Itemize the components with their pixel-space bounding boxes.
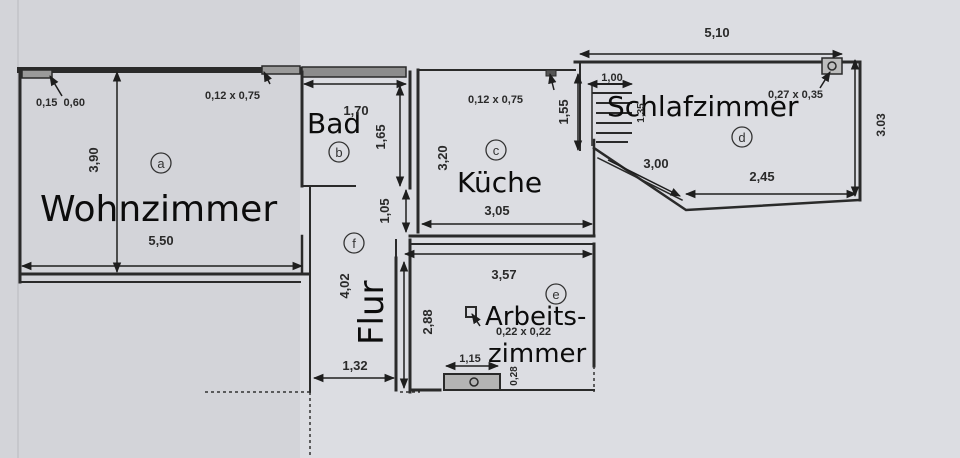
dim-3-20: 3,20 [435,145,450,170]
dim-4-02: 4,02 [337,273,352,298]
dim-0-12x0-75-c: 0,12 x 0,75 [468,94,523,106]
room-label-arbeitszimmer-2: zimmer [488,339,587,369]
dim-2-45: 2,45 [749,169,774,184]
dim-0-22x0-22: 0,22 x 0,22 [496,326,551,338]
room-label-arbeitszimmer-1: Arbeits- [485,302,586,332]
room-letter-e: e [552,287,559,302]
dim-1-05: 1,05 [377,198,392,223]
dotted-lines [205,366,595,458]
dim-0-15-0-60: 0,15 0,60 [36,97,85,109]
radiator-knob [469,377,479,387]
dim-3-05: 3,05 [484,203,509,218]
chimney-circle-d [827,61,837,71]
chimney-block-a [21,69,53,79]
dim-5-50: 5,50 [148,233,173,248]
chimney-block-b [261,65,301,75]
room-letter-d: d [738,130,745,145]
dim-3-90: 3,90 [86,147,101,172]
room-label-bad: Bad [307,107,361,140]
dim-2-88: 2,88 [420,309,435,334]
room-letter-b: b [335,145,342,160]
dim-5-10: 5,10 [704,25,729,40]
bath-top-wall [301,66,407,78]
dim-1-00: 1,00 [601,72,622,84]
dim-1-15: 1,15 [459,353,480,365]
radiator [443,373,501,391]
dim-0-27x0-35: 0,27 x 0,35 [768,89,823,101]
dim-3-57: 3,57 [491,267,516,282]
room-letter-f: f [352,236,356,251]
dim-1-65: 1,65 [373,124,388,149]
dim-1-35: 1,35 [636,103,647,123]
dim-0-28: 0,28 [509,366,520,386]
dim-3-03: 3.03 [874,113,888,137]
room-letter-circles [150,126,753,305]
walls [17,57,862,394]
dimension-lines [20,49,860,390]
dim-1-55: 1,55 [556,99,571,124]
room-letter-c: c [493,143,500,158]
room-letter-a: a [157,156,165,171]
room-label-schlafzimmer: Schlafzimmer [607,90,799,123]
dim-0-12x0-75-a: 0,12 x 0,75 [205,90,260,102]
room-label-wohnzimmer: Wohnzimmer [40,189,277,230]
dim-1-32: 1,32 [342,358,367,373]
shaft-square [465,306,477,318]
room-label-kueche: Küche [457,166,542,199]
dim-1-70: 1,70 [343,103,368,118]
dim-3-00: 3,00 [643,156,668,171]
chimney-block-d [821,57,843,75]
room-label-flur: Flur [352,280,392,345]
